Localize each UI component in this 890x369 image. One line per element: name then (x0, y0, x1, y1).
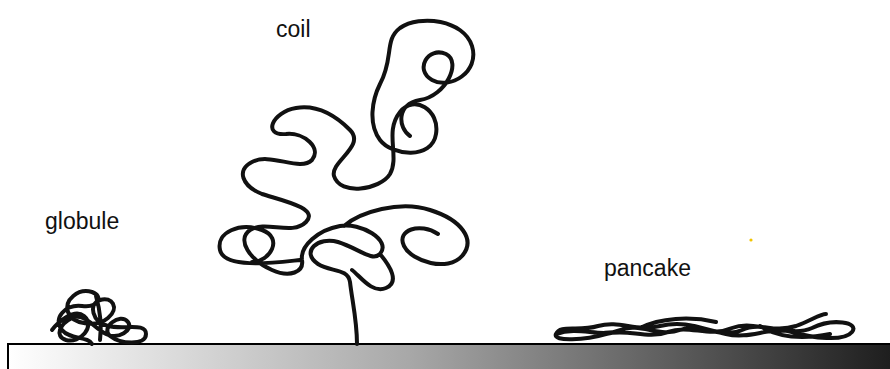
pancake-label: pancake (604, 257, 691, 280)
substrate-surface (8, 344, 890, 369)
pancake-chain (556, 314, 854, 339)
coil-label: coil (276, 18, 311, 41)
globule-label: globule (45, 210, 119, 233)
globule-chain (52, 291, 146, 344)
stray-dot (749, 238, 752, 241)
coil-chain (220, 21, 474, 344)
